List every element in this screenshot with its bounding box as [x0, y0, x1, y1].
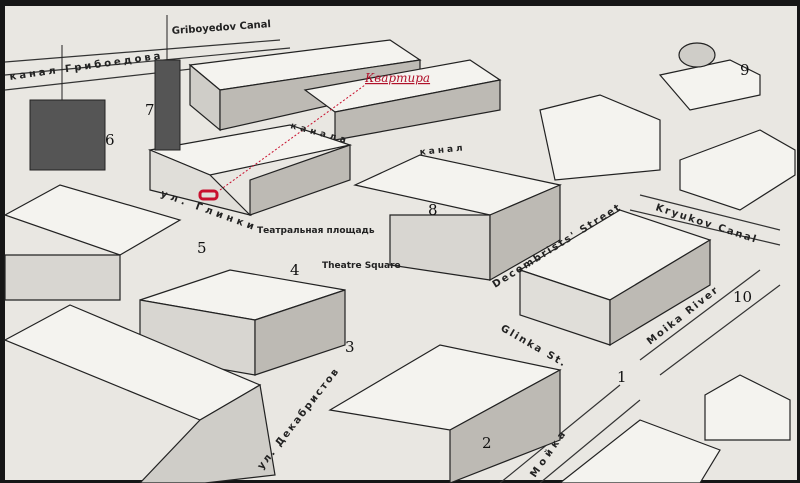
landmark-1: 1 [617, 368, 627, 386]
label-apartment: Квартира [364, 71, 430, 85]
landmark-9: 9 [740, 61, 750, 79]
apartment-pointer-line [219, 84, 366, 191]
cathedral [29, 15, 181, 171]
kryukov-canal [629, 194, 781, 246]
apartment-marker[interactable] [198, 189, 219, 201]
moika-river [499, 269, 781, 483]
label-theatre-square-ru: Театральная площадь [257, 226, 375, 236]
landmark-10: 10 [733, 288, 752, 306]
buildings [3, 39, 796, 483]
landmark-4: 4 [290, 261, 300, 279]
landmark-8: 8 [428, 201, 438, 219]
label-kryukov-canal-ru-2: канал [419, 143, 466, 158]
landmark-6: 6 [105, 131, 115, 149]
landmark-3: 3 [345, 338, 355, 356]
label-theatre-square-en: Theatre Square [322, 261, 401, 271]
landmark-2: 2 [482, 434, 492, 452]
landmark-7: 7 [145, 101, 155, 119]
landmark-5: 5 [197, 239, 207, 257]
